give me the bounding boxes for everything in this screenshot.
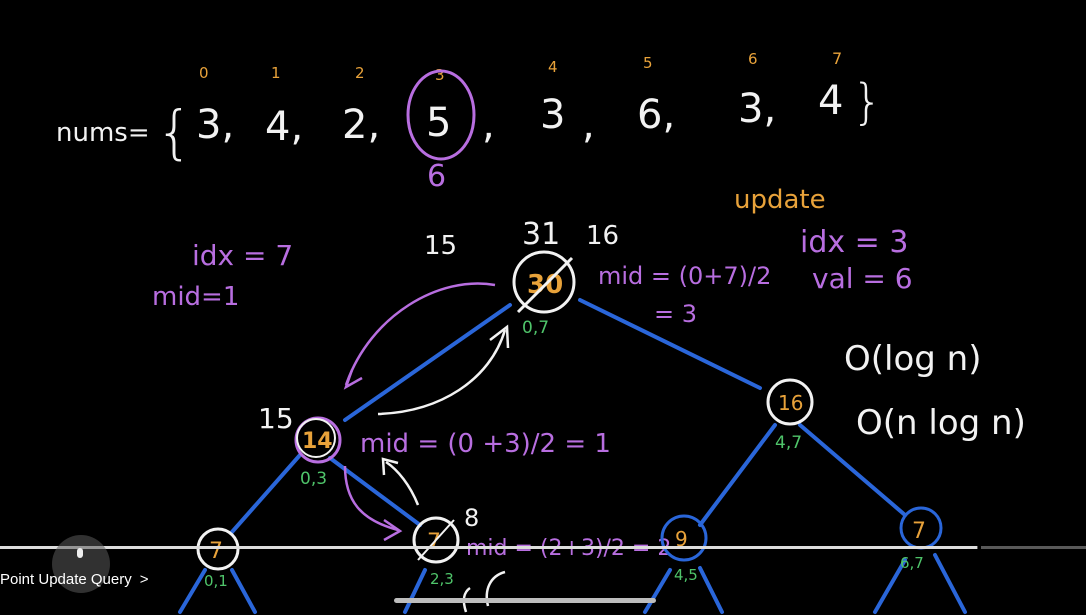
update-title: update [734,185,826,215]
root-left-sum: 15 [424,231,457,261]
node-rr-range: 6,7 [900,554,924,572]
node-right-range: 4,7 [775,433,802,453]
white-arrow-left-to-root [377,329,507,416]
node-lr-range: 2,3 [430,570,454,588]
note-mid: mid=1 [152,282,239,312]
array-index: 0 [199,64,209,82]
node-rl-range: 4,5 [674,566,698,584]
node-left-new-value: 15 [258,402,294,435]
chapter-title-button[interactable]: Point Update Query > [0,571,149,588]
edge-rr-child [873,558,907,614]
edge-lr-child [403,568,427,614]
arrow-head-icon [489,324,510,349]
edge-rl-child [643,568,672,614]
array-value: 6, [637,92,675,138]
array-value: 4 [818,78,843,124]
node-rr-value: 7 [912,519,926,544]
array-index: 4 [548,58,558,76]
white-arrow-lr-to-left [385,460,420,506]
node-left-range: 0,3 [300,469,327,489]
array-label: nums= [56,118,150,148]
node-rl [660,514,708,562]
strike-mark [516,256,574,314]
complexity-logn: O(log n) [844,339,981,379]
node-ll-value: 7 [209,539,223,564]
node-ll-range: 0,1 [204,572,228,590]
seek-bar[interactable] [394,598,656,603]
scrub-indicator-icon [77,548,83,558]
open-brace: { [156,98,193,166]
edge-root-right [578,298,762,390]
arrow-head-icon [383,518,403,542]
scrub-handle[interactable] [52,535,110,593]
purple-arrow-root-to-left [344,282,496,386]
chevron-right-icon: > [139,571,149,588]
array-value: 2, [342,102,380,148]
purple-arrow-left-to-lr [343,465,399,532]
node-lr-new-value: 8 [464,504,479,532]
array-index: 7 [832,49,842,68]
strike-mark [417,519,455,561]
node-root [512,250,576,314]
array-index: 3 [435,66,445,84]
array-value: 3 [540,92,565,138]
node-root-range: 0,7 [522,318,549,338]
node-left [294,416,342,464]
chapter-marker [978,546,981,549]
root-right-sum: 16 [586,221,619,251]
video-progress-fill [0,546,978,549]
update-idx: idx = 3 [800,225,908,260]
array-value-highlighted: 5 [426,100,451,146]
edge-right-rr [798,423,907,517]
node-lr [412,516,460,564]
update-val: val = 6 [812,262,913,295]
array-separator: , [482,102,495,148]
array-index: 5 [643,54,653,72]
edge-root-left [343,303,512,422]
arrow-head-icon [343,369,363,390]
edge-rl-child [698,566,724,614]
array-value: 3, [738,86,776,132]
white-arrow-partial [462,586,471,613]
arrow-head-icon [381,457,399,476]
root-mid-note: mid = (0+7)/2 [598,262,771,290]
edge-right-rl [698,423,777,527]
edge-ll-child [230,568,257,614]
edge-left-lr [328,456,422,527]
left-mid-note: mid = (0 +3)/2 = 1 [360,429,611,459]
array-index: 2 [355,64,365,82]
node-ll [196,527,240,571]
highlight-circle [406,69,476,161]
complexity-nlogn: O(n log n) [856,403,1026,443]
array-value: 4, [265,104,303,150]
node-left-value: 14 [302,429,333,454]
node-root-new-value: 31 [522,217,560,252]
edge-left-ll [230,453,302,534]
edge-rr-child [933,553,967,614]
close-brace: } [852,74,883,130]
note-idx: idx = 7 [192,239,293,272]
edge-ll-child [178,568,207,614]
node-right-value: 16 [778,391,803,415]
node-rl-value: 9 [675,527,688,551]
node-left-outline [296,418,336,458]
node-right [766,378,814,426]
array-index: 6 [748,50,758,68]
array-separator: , [582,102,595,148]
updated-value: 6 [427,159,446,194]
chapter-title: Point Update Query [0,571,132,588]
root-mid-result: = 3 [654,300,697,328]
array-index: 1 [271,64,281,82]
array-value: 3, [196,102,234,148]
